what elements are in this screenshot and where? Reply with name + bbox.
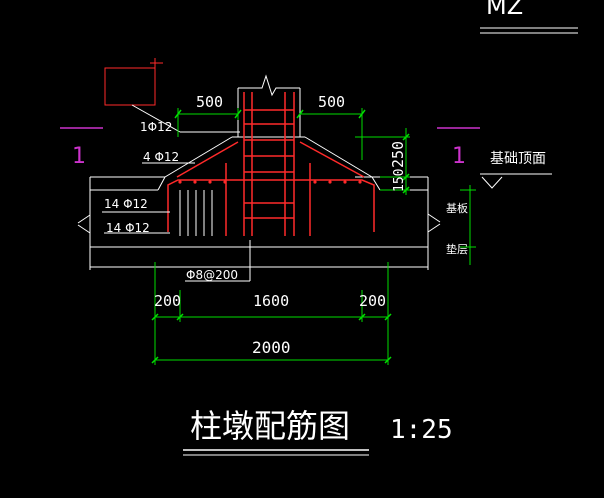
rebar-dot [208, 180, 212, 184]
sheet-code-block: MZ [480, 0, 578, 34]
rebar-dot [343, 180, 347, 184]
dim-text-right-edge: 200 [359, 292, 386, 310]
main-bar-loop [167, 179, 375, 232]
dim-tick [358, 109, 366, 119]
rebar-dots [178, 180, 362, 184]
drawing-title-block: 柱墩配筋图 1:25 [183, 407, 453, 456]
dim-tick [358, 313, 366, 321]
section-mark-left: 1 [72, 144, 86, 169]
detail-marker-box [104, 67, 156, 106]
dim-tick [174, 109, 182, 119]
dim-tick [234, 109, 242, 119]
label-bar-row-2: 14 Φ12 [106, 221, 150, 235]
rebar-dot [313, 180, 317, 184]
dim-tick [176, 313, 184, 321]
dimensions [154, 108, 476, 365]
pedestal-left-slope [164, 136, 233, 178]
rebar-group [167, 92, 375, 236]
dim-tick [151, 356, 159, 364]
label-beam: 基板 [446, 201, 468, 215]
elevation-triangle [481, 176, 503, 189]
right-side-labels: 基板 垫层 [446, 201, 468, 256]
right-break-symbol [427, 213, 441, 233]
leader-top-bar [131, 104, 181, 133]
rebar-labels: 1Φ12 4 Φ12 14 Φ12 14 Φ12 Φ8@200 [102, 104, 251, 282]
dim-tick [402, 133, 410, 141]
pedestal-right-step [371, 176, 381, 191]
dim-tick [402, 186, 410, 194]
dim-tick [384, 356, 392, 364]
pedestal-right-slope [304, 136, 373, 178]
rebar-dot [178, 180, 182, 184]
rebar-dot [328, 180, 332, 184]
drawing-scale: 1:25 [390, 415, 453, 445]
dim-tick [402, 173, 410, 181]
label-bar-row-1: 14 Φ12 [104, 197, 148, 211]
label-top-bar: 1Φ12 [140, 120, 172, 134]
label-foundation-top: 基础顶面 [490, 150, 546, 167]
section-mark-right: 1 [452, 144, 466, 169]
drawing-title: 柱墩配筋图 [190, 407, 350, 445]
slope-bar-left [176, 141, 239, 178]
label-stirrup: Φ8@200 [186, 268, 238, 282]
section-marks: 1 1 [60, 127, 480, 169]
rebar-dot [358, 180, 362, 184]
dim-text-middle: 1600 [253, 292, 289, 310]
sheet-code: MZ [486, 0, 523, 20]
dim-text-height-lower: 150 [392, 169, 407, 192]
dim-text-height-upper: 250 [389, 141, 407, 168]
rebar-dot [193, 180, 197, 184]
dim-text-overall: 2000 [252, 338, 291, 357]
column-break-symbol [238, 74, 300, 97]
slope-bar-right [299, 141, 365, 178]
detail-marker [104, 58, 163, 106]
dim-text-left-edge: 200 [154, 292, 181, 310]
left-break-symbol [77, 214, 91, 234]
dim-tick [296, 109, 304, 119]
dimension-texts: 500 500 250 150 200 1600 200 2000 [154, 93, 407, 357]
pedestal-left-step [157, 176, 166, 191]
foundation-top-marker: 基础顶面 [480, 150, 552, 189]
dim-tick [151, 313, 159, 321]
rebar-dot [223, 180, 227, 184]
dimension-ticks [151, 109, 410, 364]
dim-text-left-top: 500 [196, 93, 223, 111]
dim-text-right-top: 500 [318, 93, 345, 111]
label-slope-bar: 4 Φ12 [143, 150, 179, 164]
label-slab: 垫层 [446, 242, 468, 256]
dim-tick [384, 313, 392, 321]
